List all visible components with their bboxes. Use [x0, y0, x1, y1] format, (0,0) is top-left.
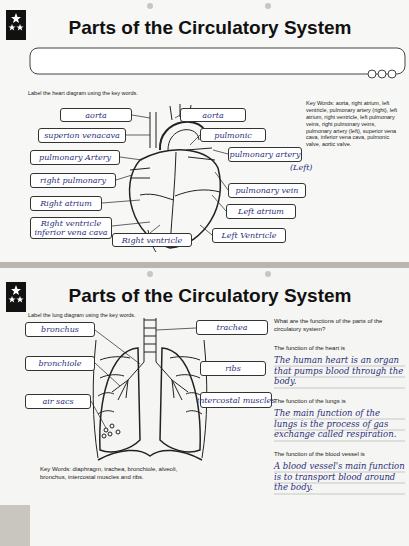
label-box: pulmonary Artery	[30, 150, 120, 165]
handwritten-label: right pulmonary	[40, 176, 106, 185]
handwritten-label: aorta	[85, 111, 106, 120]
star-badge	[6, 282, 26, 312]
handwritten-label: superion venacava	[44, 131, 120, 140]
handwritten-answer: The human heart is an organ that pumps b…	[274, 355, 406, 387]
handwritten-label: aorta	[202, 111, 223, 120]
printed-text: Key Words: diaphragm, trachea, bronchiol…	[40, 466, 200, 481]
heart-illustration	[130, 104, 221, 252]
handwritten-label: bronchus	[41, 325, 79, 334]
printed-text: The function of the heart is	[274, 345, 406, 353]
punch-hole	[265, 271, 271, 277]
label-box: trachea	[196, 320, 268, 335]
label-box: superion venacava	[38, 128, 126, 143]
label-box: ribs	[200, 361, 266, 376]
label-box: bronchus	[25, 322, 95, 337]
label-box: pulmonary vein	[228, 183, 306, 198]
printed-text: The function of the lungs is	[274, 398, 406, 406]
title-bar	[30, 48, 405, 78]
label-box: pulmonic	[200, 128, 266, 142]
lung-illustration	[93, 318, 207, 460]
label-box: Right ventricleinferior vena cava	[30, 217, 112, 239]
handwritten-label: Left atrium	[238, 207, 284, 216]
handwritten-answer: (Left)	[290, 163, 330, 173]
label-box: intercostal muscles	[200, 392, 272, 408]
punch-hole	[147, 3, 153, 9]
printed-text: What are the functions of the parts of t…	[274, 318, 406, 333]
printed-text: The function of the blood vessel is	[274, 451, 406, 459]
handwritten-label: pulmonic	[214, 131, 251, 140]
leader-line	[91, 328, 204, 428]
label-box: aorta	[180, 108, 246, 122]
label-box: Right atrium	[30, 196, 102, 211]
handwritten-label: ribs	[225, 364, 241, 373]
handwritten-label: Right atrium	[40, 199, 92, 208]
label-box: bronchiole	[25, 356, 95, 371]
handwritten-label: pulmonary Artery	[39, 153, 111, 162]
handwritten-label: Right ventricle	[122, 236, 182, 245]
label-box: Right ventricle	[112, 233, 192, 247]
handwritten-label: inferior vena cava	[34, 228, 107, 237]
handwritten-label: trachea	[217, 323, 248, 332]
handwritten-label: Right ventricle	[41, 219, 101, 228]
printed-text: Label the heart diagram using the key wo…	[28, 90, 228, 97]
handwritten-answer: A blood vessel's main function is to tra…	[274, 461, 406, 493]
handwritten-label: bronchiole	[38, 359, 81, 368]
label-box: right pulmonary	[30, 173, 116, 188]
printed-text: Label the lung diagram using the key wor…	[28, 312, 188, 319]
label-box: aorta	[60, 108, 132, 122]
label-box: air sacs	[25, 394, 91, 409]
handwritten-label: air sacs	[42, 397, 73, 406]
label-box: Left atrium	[226, 204, 296, 219]
bottom-sheet	[0, 268, 409, 546]
label-box: Left Ventricle	[212, 228, 286, 243]
punch-hole	[147, 271, 153, 277]
punch-hole	[265, 3, 271, 9]
sheet-title: Parts of the Circulatory System	[60, 284, 360, 308]
sheet-title: Parts of the Circulatory System	[60, 16, 360, 40]
handwritten-answer: The main function of the lungs is the pr…	[274, 408, 406, 440]
handwritten-label: pulmonary artery	[230, 150, 301, 159]
star-badge	[6, 10, 26, 40]
table-corner	[0, 505, 30, 546]
printed-text: Key Words: aorta, right atrium, left ven…	[306, 100, 402, 148]
handwritten-label: intercostal muscles	[197, 396, 276, 405]
handwritten-label: pulmonary vein	[235, 186, 298, 195]
handwritten-label: Left Ventricle	[221, 231, 276, 240]
label-box: pulmonary artery	[228, 147, 302, 162]
top-sheet	[0, 0, 409, 262]
